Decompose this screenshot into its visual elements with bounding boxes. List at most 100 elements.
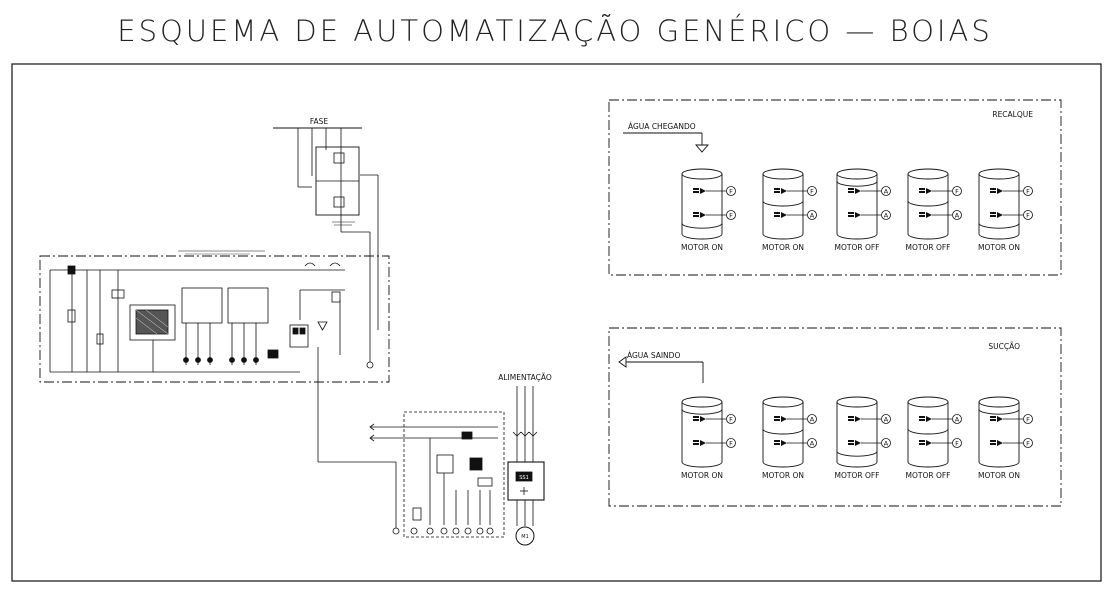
float-body <box>997 212 1003 218</box>
tank-bottom <box>978 233 1020 240</box>
float-label-mark <box>693 191 699 193</box>
float-body <box>926 440 932 446</box>
float-state-circle <box>1023 210 1033 220</box>
tank-top <box>836 396 878 408</box>
float-state-circle <box>952 186 962 196</box>
float-label-mark <box>774 212 780 214</box>
float-label-mark <box>990 443 996 445</box>
fase-label: FASE <box>310 117 329 126</box>
float-body <box>700 416 706 422</box>
float-switch-lower: A <box>774 438 817 448</box>
float-state-text: F <box>955 440 959 448</box>
tank-bottom <box>762 461 804 468</box>
float-label-mark <box>693 440 699 442</box>
float-state-circle <box>881 210 891 220</box>
float-label-mark <box>693 188 699 190</box>
water-level <box>907 428 949 435</box>
float-state-text: A <box>810 440 815 448</box>
float-state-text: F <box>1026 188 1030 196</box>
float-label-mark <box>848 416 854 418</box>
float-label-mark <box>693 212 699 214</box>
float-state-circle <box>881 414 891 424</box>
float-state-text: A <box>884 440 889 448</box>
float-label-mark <box>919 419 925 421</box>
float-state-text: F <box>1026 440 1030 448</box>
soft-starter-tag: SS1 <box>519 475 529 481</box>
float-body <box>855 212 861 218</box>
float-state-text: F <box>729 212 733 220</box>
float-state-text: A <box>810 212 815 220</box>
float-body <box>997 440 1003 446</box>
float-switch-lower: A <box>848 210 891 220</box>
float-body <box>700 440 706 446</box>
float-state-text: F <box>1026 212 1030 220</box>
float-label-mark <box>990 191 996 193</box>
float-body <box>781 416 787 422</box>
float-label-mark <box>848 215 854 217</box>
float-state-text: A <box>884 212 889 220</box>
succao-water-label: ÁGUA SAINDO <box>627 351 680 360</box>
float-switch-lower: F <box>693 438 736 448</box>
tank-bottom <box>681 461 723 468</box>
tank-bottom <box>762 233 804 240</box>
water-level <box>978 223 1020 229</box>
float-label-mark <box>848 419 854 421</box>
float-state-text: F <box>955 188 959 196</box>
tank-top <box>836 168 878 180</box>
float-state-circle <box>726 438 736 448</box>
page-title: ESQUEMA DE AUTOMATIZAÇÃO GENÉRICO — BOIA… <box>117 14 993 48</box>
float-label-mark <box>990 188 996 190</box>
float-switch-upper: F <box>990 186 1033 196</box>
float-label-mark <box>990 419 996 421</box>
alimentacao-label: ALIMENTAÇÃO <box>498 373 552 382</box>
float-label-mark <box>693 443 699 445</box>
panel-boundary <box>39 255 390 383</box>
recalque-label: RECALQUE <box>992 110 1033 119</box>
float-body <box>855 416 861 422</box>
float-body <box>997 416 1003 422</box>
water-level <box>762 428 804 435</box>
float-label-mark <box>848 212 854 214</box>
float-switch-upper: A <box>774 414 817 424</box>
float-switch-lower: F <box>693 210 736 220</box>
water-level <box>907 200 949 207</box>
float-state-text: A <box>810 416 815 424</box>
control-panel-schematic <box>39 127 396 463</box>
float-state-circle <box>1023 186 1033 196</box>
motor-status-label: MOTOR ON <box>978 471 1020 480</box>
succao-panel <box>608 327 1062 507</box>
float-switch-lower: F <box>990 210 1033 220</box>
float-label-mark <box>693 215 699 217</box>
float-label-mark <box>693 416 699 418</box>
tank-bottom <box>681 233 723 240</box>
motor-status-label: MOTOR OFF <box>906 471 951 480</box>
tank-top <box>978 168 1020 180</box>
water-level <box>836 451 878 457</box>
float-switch-lower: A <box>774 210 817 220</box>
tank-top <box>762 168 804 180</box>
float-state-circle <box>1023 438 1033 448</box>
float-body <box>781 440 787 446</box>
float-state-text: A <box>955 212 960 220</box>
float-label-mark <box>693 419 699 421</box>
float-state-circle <box>881 438 891 448</box>
tank-bottom <box>907 233 949 240</box>
float-switch-upper: A <box>848 414 891 424</box>
power-schematic <box>369 386 545 546</box>
float-label-mark <box>848 188 854 190</box>
tank-top <box>681 168 723 180</box>
float-state-circle <box>807 210 817 220</box>
float-state-circle <box>726 186 736 196</box>
float-switch-lower: A <box>919 210 962 220</box>
tank-top <box>762 396 804 408</box>
float-state-text: F <box>810 188 814 196</box>
recalque-water-label: ÁGUA CHEGANDO <box>628 122 696 131</box>
